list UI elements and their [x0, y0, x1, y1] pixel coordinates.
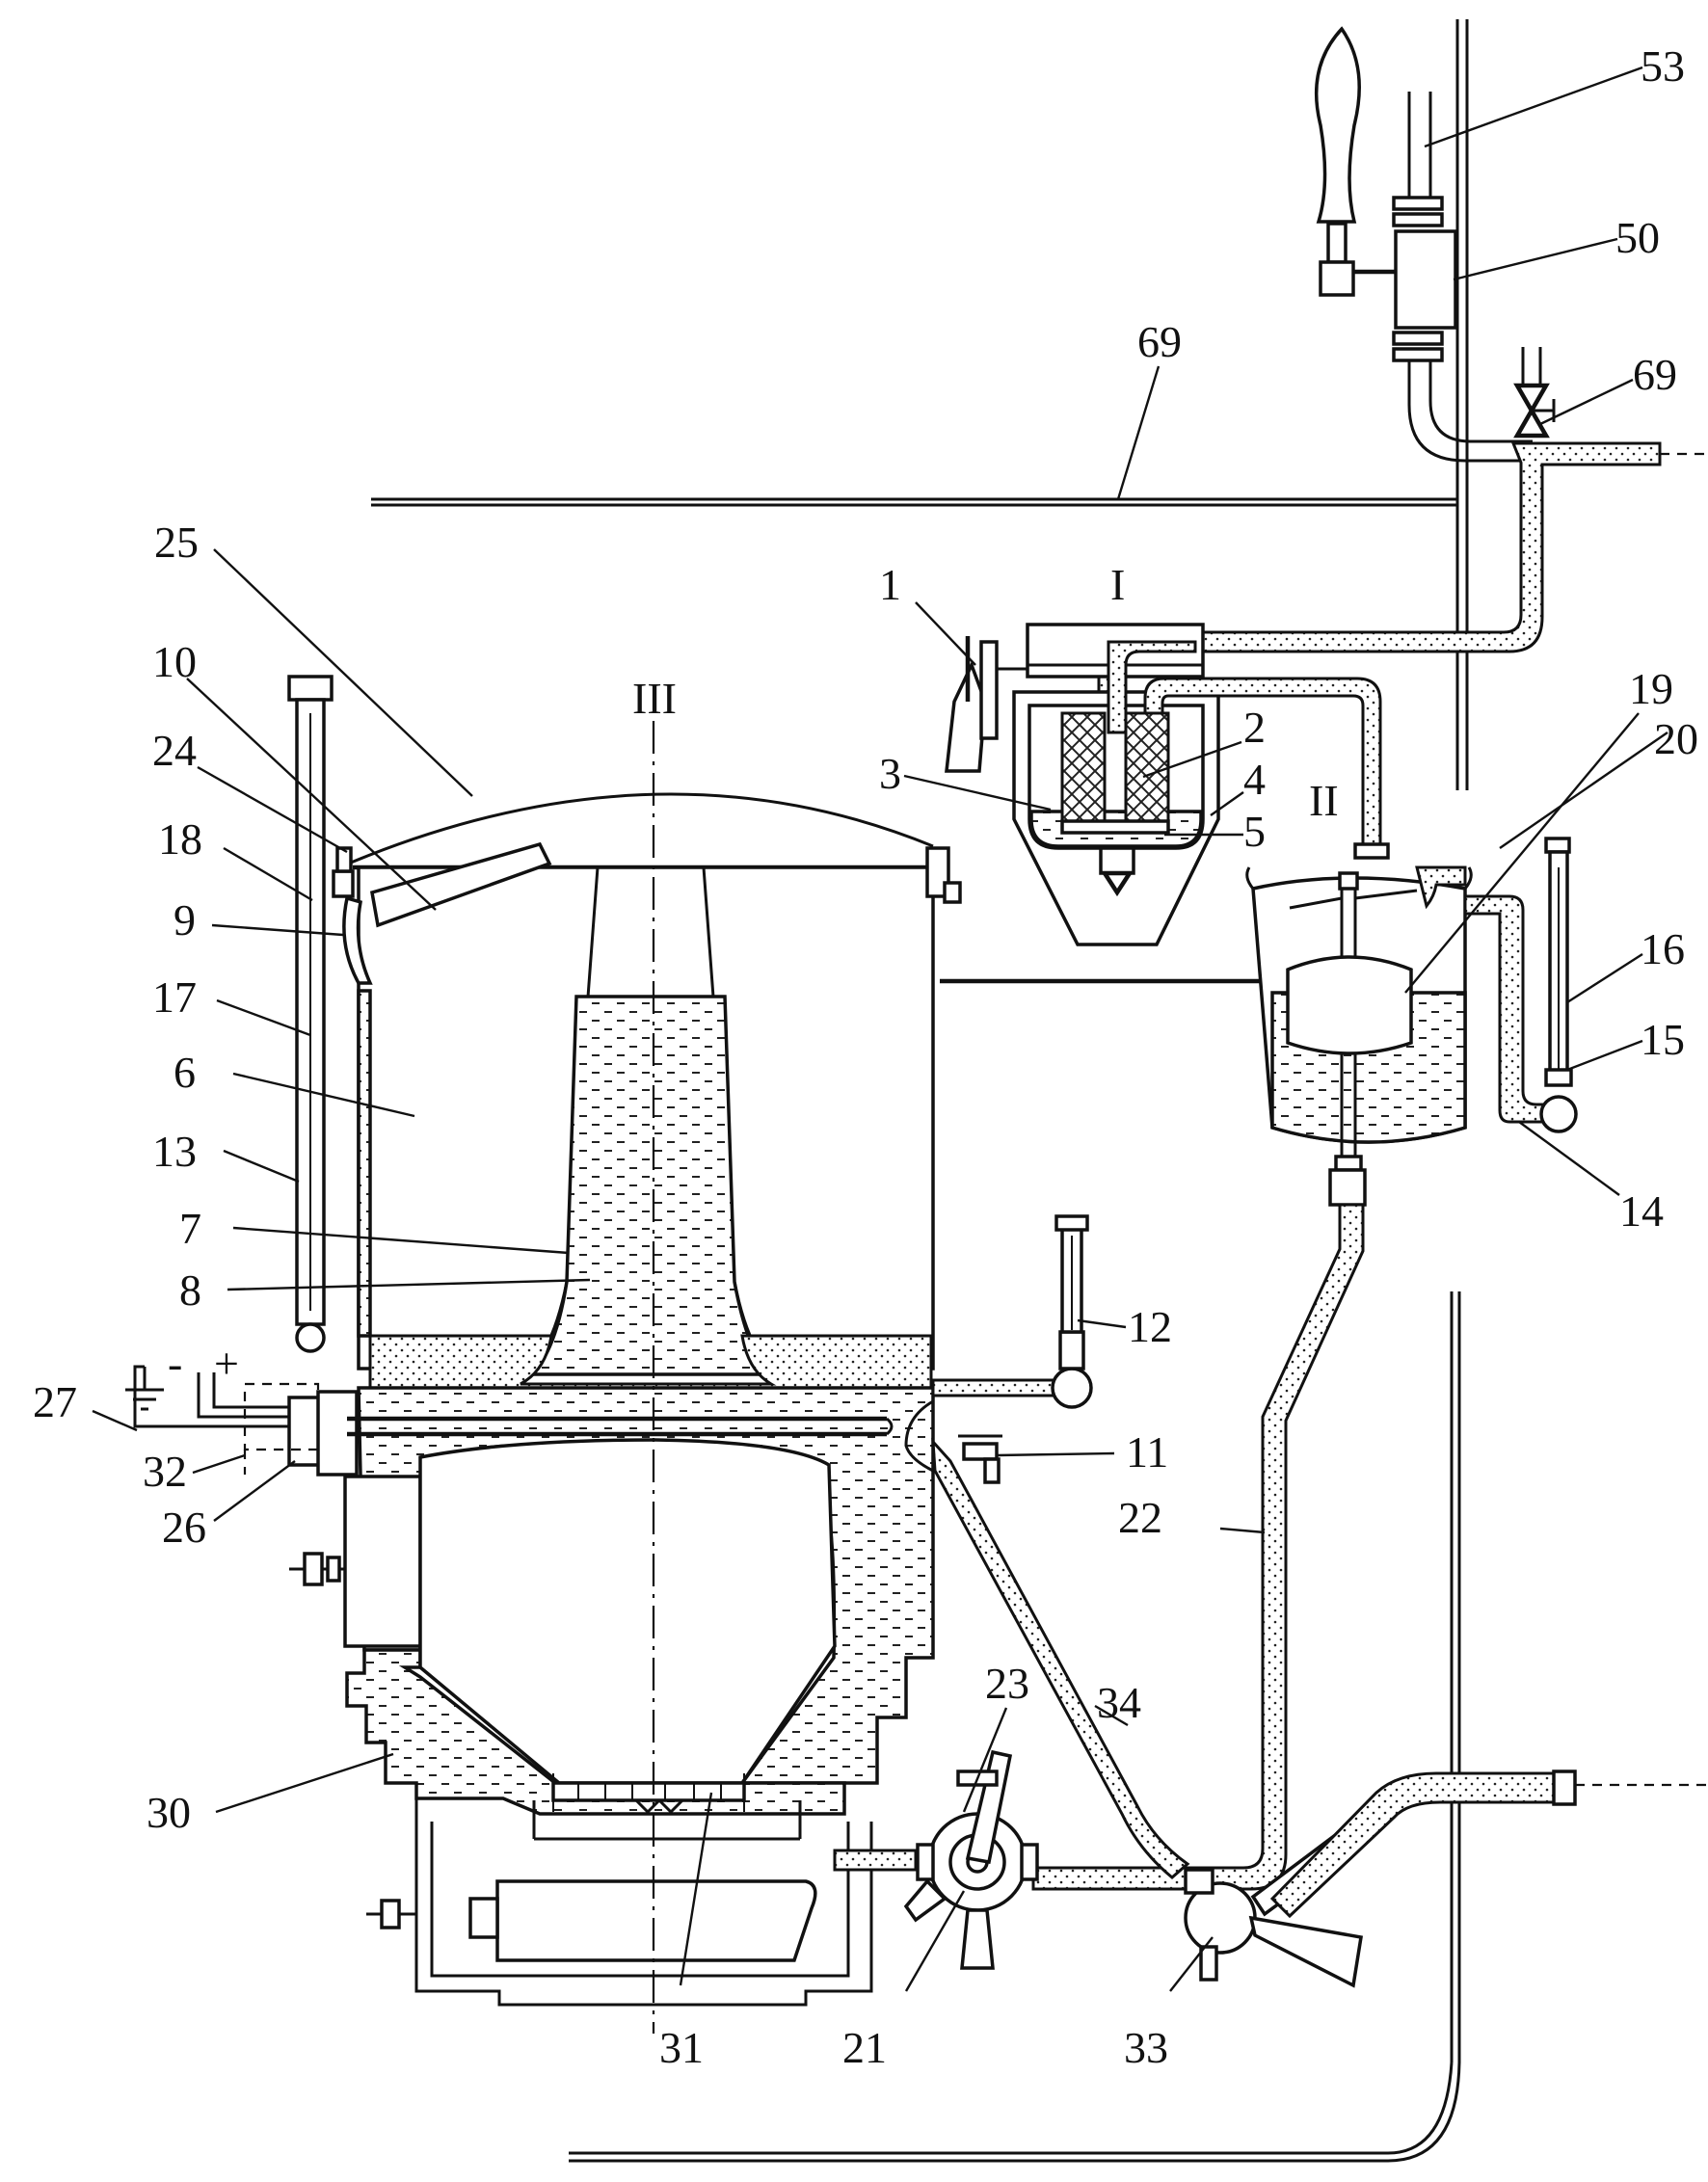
section-label-III: III	[632, 674, 677, 723]
label-6: 6	[173, 1048, 196, 1097]
label-16: 16	[1641, 924, 1685, 973]
label-15: 15	[1641, 1015, 1685, 1064]
label-30: 30	[147, 1788, 191, 1837]
section-label-I: I	[1110, 560, 1125, 609]
label-10: 10	[152, 637, 197, 686]
main-vessel	[125, 675, 1708, 2007]
label-17: 17	[152, 972, 197, 1022]
label-11: 11	[1126, 1427, 1168, 1477]
label-1: 1	[879, 560, 901, 609]
label-14: 14	[1619, 1186, 1664, 1236]
label-34: 34	[1097, 1678, 1141, 1727]
label-19: 19	[1629, 664, 1673, 713]
filter-I	[945, 623, 1390, 946]
component-labels: 53 50 69 69 1 I 19 20 2 3 4 II 5 16 15 1…	[33, 41, 1698, 2072]
label-31: 31	[659, 2023, 704, 2072]
label-18: 18	[158, 814, 202, 864]
label-27: 27	[33, 1377, 77, 1426]
label-25: 25	[154, 518, 199, 567]
label-12: 12	[1128, 1302, 1172, 1351]
label-33: 33	[1124, 2023, 1168, 2072]
label-52: 53	[1641, 41, 1685, 91]
label-22: 22	[1118, 1493, 1162, 1542]
label-69: 69	[1633, 350, 1677, 399]
label-9: 9	[173, 895, 196, 945]
pipe-22	[1031, 1203, 1365, 1891]
label-50: 50	[1615, 213, 1660, 262]
label-53: 69	[1137, 317, 1182, 366]
label-3: 3	[879, 749, 901, 798]
label-2: 2	[1243, 703, 1266, 752]
label-21: 21	[842, 2023, 887, 2072]
label-26: 26	[162, 1503, 206, 1552]
label-24: 24	[152, 726, 197, 775]
float-chamber-II	[1245, 837, 1578, 1207]
label-13: 13	[152, 1127, 197, 1176]
section-label-II: II	[1309, 776, 1339, 825]
label-7: 7	[179, 1204, 201, 1253]
valve-50-assembly	[1314, 26, 1533, 463]
label-20: 20	[1654, 714, 1698, 763]
label-23: 23	[985, 1659, 1029, 1708]
leader-lines	[92, 66, 1668, 1992]
polarity-plus: +	[214, 1339, 239, 1388]
label-5: 5	[1243, 807, 1266, 856]
label-4: 4	[1243, 755, 1266, 804]
label-8: 8	[179, 1265, 201, 1315]
structure-lines	[371, 19, 1469, 2163]
label-32: 32	[143, 1447, 187, 1496]
polarity-minus: -	[168, 1339, 182, 1388]
